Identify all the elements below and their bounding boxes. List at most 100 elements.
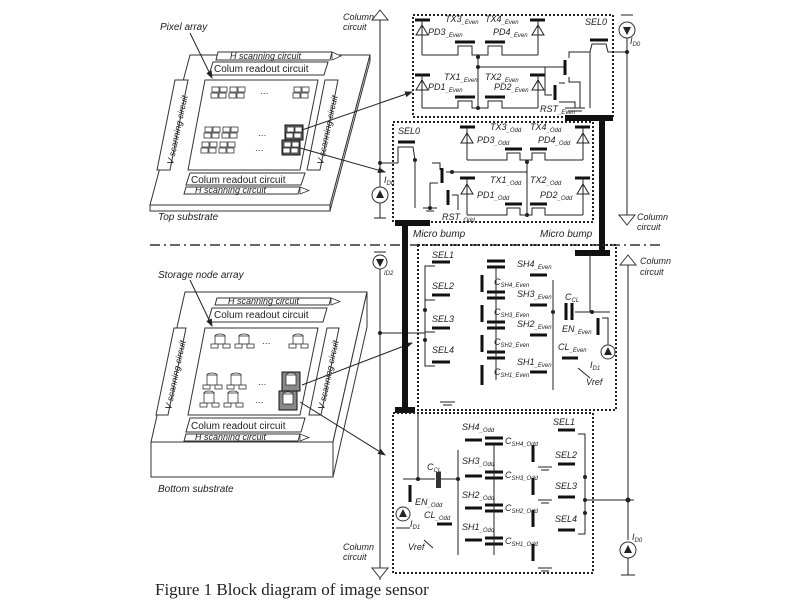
id1-even-label: ID1: [590, 360, 600, 372]
storage-even-circuit: SEL1 SEL2 SEL3 SEL4 CSH4_Even CSH3_Even …: [415, 244, 617, 411]
top-ellipsis-3: …: [255, 143, 264, 153]
bottom-ellipsis-2: …: [258, 377, 267, 387]
h-scanning-bottom-label-bottom: H scanning circuit: [195, 432, 267, 442]
column-readout-top-label-bottom: Colum readout circuit: [214, 310, 309, 321]
tx2-odd-label: TX2_Odd: [530, 175, 562, 187]
v-scanning-left-block: [155, 327, 187, 416]
pixel-even-circuit: PD3_Even PD4_Even TX3_Even TX4_Even PD1_…: [412, 14, 627, 121]
storage-odd-box: [392, 412, 594, 574]
left-column-bus: Column circuit ID0 ID2 Column circuit: [343, 9, 415, 580]
pixel-even-pointer-arrow: [301, 91, 413, 131]
storage-even-box: [417, 244, 617, 411]
column-readout-bottom-label: Colum readout circuit: [191, 175, 286, 186]
pixel-array-pointer-arrow: [189, 32, 213, 79]
id1-odd-label: ID1: [410, 519, 420, 531]
ccl-odd-label: CCL: [427, 462, 441, 474]
column-circuit-bottom-label-1: Column: [343, 542, 374, 552]
bottom-ellipsis-1: …: [262, 336, 271, 346]
h-scanning-arrow-icon: [331, 51, 342, 61]
vref-odd-label: Vref: [408, 542, 426, 552]
top-substrate-label: Top substrate: [158, 212, 219, 223]
column-circuit-down-arrow-icon: [617, 214, 637, 226]
current-arrow-icon: [624, 545, 632, 553]
column-circuit-up-arrow-icon: [618, 254, 638, 266]
ccl-odd-capacitor: [436, 472, 441, 488]
rst-even-label: RST_Even: [540, 104, 576, 116]
sh3-even-label: SH3_Even: [517, 289, 552, 301]
storage-odd-circuit: CCL EN_Odd ID1 CL_Odd Vref SH4_Odd SH3_O…: [392, 412, 594, 574]
rst-odd-label: RST_Odd: [442, 212, 475, 224]
column-circuit-right-bottom-label-1: Column: [640, 256, 671, 266]
column-circuit-top-label-1: Column: [343, 12, 374, 22]
id0-label-bottom: ID0: [632, 532, 643, 544]
column-circuit-up-arrow-icon: [370, 9, 390, 21]
h-scanning-bottom-label: H scanning circuit: [195, 185, 267, 195]
micro-bump-left-label: Micro bump: [413, 229, 466, 240]
column-circuit-right-bottom-label-2: circuit: [640, 267, 664, 277]
csh1-even-label: CSH1_Even: [494, 367, 530, 379]
current-arrow-icon: [376, 259, 384, 267]
h-scanning-arrow-icon: [330, 297, 342, 306]
pixel-even-box: [412, 14, 614, 118]
sel2-odd-label: SEL2: [555, 450, 577, 460]
bottom-substrate-label: Bottom substrate: [158, 484, 234, 495]
pd4-even-label: PD4_Even: [493, 27, 528, 39]
pixel-cells: [200, 86, 310, 156]
pixel-odd-pointer-arrow: [299, 147, 386, 173]
top-substrate: H scanning circuit Colum readout circuit…: [149, 22, 413, 223]
storage-cells: [199, 333, 309, 411]
column-circuit-down-arrow-icon: [370, 567, 390, 579]
sel3-even-label: SEL3: [432, 314, 454, 324]
column-circuit-bottom-label-2: circuit: [343, 552, 367, 562]
sel4-even-label: SEL4: [432, 345, 454, 355]
pd1-even-label: PD1_Even: [428, 82, 463, 94]
csh2-odd-label: CSH2_Odd: [505, 503, 539, 515]
top-ellipsis-1: …: [260, 86, 269, 96]
h-scanning-arrow-icon: [299, 433, 311, 442]
cl-odd-label: CL_Odd: [424, 510, 451, 522]
right-column-bus: ID0 Column circuit Column circuit ID0: [585, 14, 671, 576]
pixel-odd-circuit: SEL0 RST_Odd PD3_Odd PD4_Odd TX3_Odd TX4…: [392, 121, 594, 240]
h-scanning-top-label-bottom: H scanning circuit: [228, 296, 300, 306]
pixel-odd-box: [392, 121, 594, 223]
h-scanning-bottom-block: [183, 433, 301, 442]
tx1-even-label: TX1_Even: [444, 72, 478, 84]
micro-bump-right-label: Micro bump: [540, 229, 593, 240]
h-scanning-bottom-block: [183, 186, 301, 195]
id0-label-left: ID0: [384, 175, 395, 187]
pd1-odd-label: PD1_Odd: [477, 190, 510, 202]
v-scanning-right-block: [306, 79, 339, 171]
csh2-even-label: CSH2_Even: [494, 337, 530, 349]
sel0-even-label: SEL0: [585, 17, 607, 27]
sh4-even-label: SH4_Even: [517, 259, 552, 271]
tx4-odd-label: TX4_Odd: [530, 122, 562, 134]
sh1-even-label: SH1_Even: [517, 357, 552, 369]
h-scanning-top-block: [214, 297, 332, 306]
vref-even-label: Vref: [586, 377, 604, 387]
tx1-odd-label: TX1_Odd: [490, 175, 522, 187]
ccl-even-label: CCL: [565, 292, 579, 304]
pd2-odd-label: PD2_Odd: [540, 190, 573, 202]
sel1-odd-label: SEL1: [553, 417, 575, 427]
tx4-even-label: TX4_Even: [485, 14, 519, 26]
column-circuit-top-label-2: circuit: [343, 22, 367, 32]
sh4-odd-label: SH4_Odd: [462, 422, 495, 434]
sh2-even-label: SH2_Even: [517, 319, 552, 331]
column-readout-top-label: Colum readout circuit: [214, 64, 309, 75]
h-scanning-top-label: H scanning circuit: [230, 51, 302, 61]
tx3-odd-label: TX3_Odd: [490, 122, 522, 134]
column-readout-bottom-block: [185, 417, 306, 433]
storage-even-pointer-arrow: [301, 342, 413, 386]
csh1-odd-label: CSH1_Odd: [505, 536, 539, 548]
sel1-even-label: SEL1: [432, 250, 454, 260]
pd3-odd-label: PD3_Odd: [477, 135, 510, 147]
bottom-substrate-side: [332, 291, 368, 478]
current-arrow-icon: [623, 27, 631, 35]
en-odd-label: EN_Odd: [415, 497, 443, 509]
sh2-odd-label: SH2_Odd: [462, 490, 495, 502]
current-arrow-icon: [376, 190, 384, 198]
pd3-even-label: PD3_Even: [428, 27, 463, 39]
storage-node-array-label: Storage node array: [158, 270, 245, 281]
en-even-label: EN_Even: [562, 324, 592, 336]
storage-odd-pointer-arrow: [299, 401, 386, 456]
